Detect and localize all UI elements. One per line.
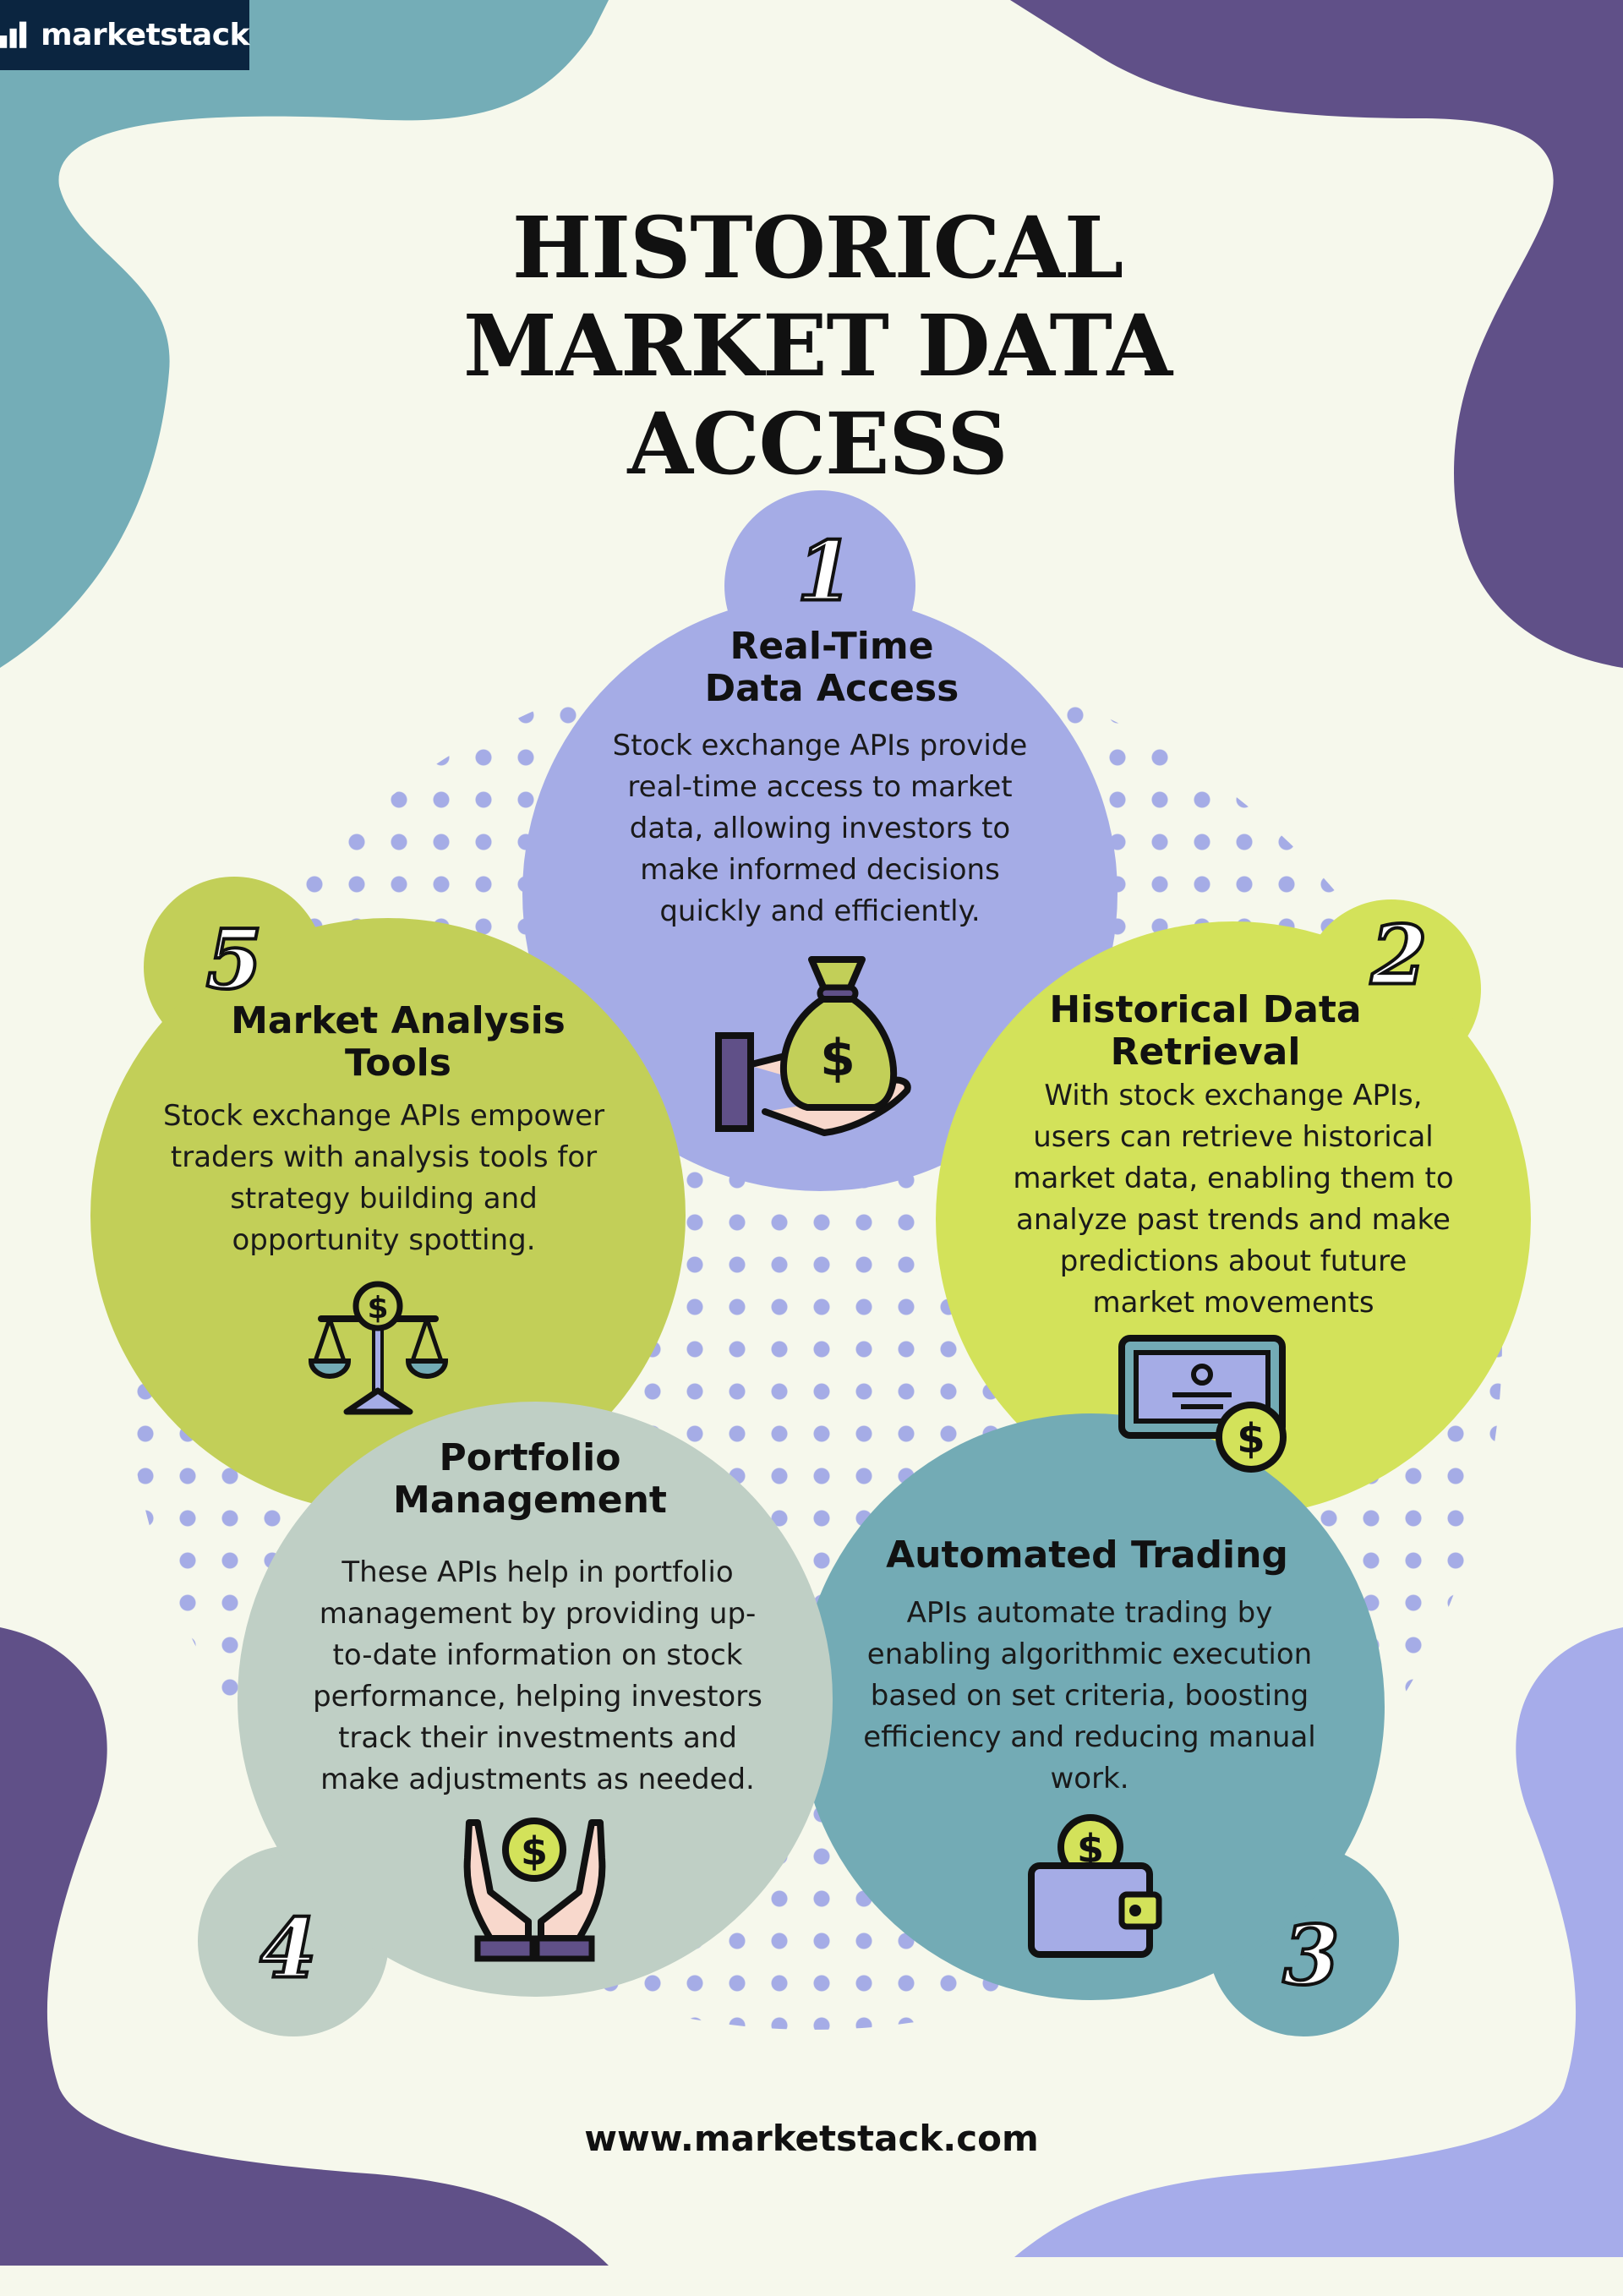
card-2-title: Historical Data Retrieval xyxy=(1049,988,1362,1074)
money-bag-hand-icon: $ xyxy=(715,956,911,1136)
svg-text:$: $ xyxy=(1237,1415,1265,1462)
website-link[interactable]: www.marketstack.com xyxy=(584,2118,1039,2159)
svg-text:$: $ xyxy=(521,1829,548,1874)
hands-coin-icon: $ xyxy=(463,1818,606,1962)
card-4-title: Portfolio Management xyxy=(393,1436,667,1522)
card-1-number: 1 xyxy=(795,522,855,621)
card-5-body: Stock exchange APIs empower traders with… xyxy=(162,1099,605,1257)
card-1-title: Real-Time Data Access xyxy=(704,625,959,710)
lavender-blob-bottom xyxy=(1014,1627,1623,2257)
wallet-icon: $ xyxy=(1028,1814,1162,1958)
card-4-body: These APIs help in portfolio management … xyxy=(313,1555,762,1796)
bar-chart-logo-icon xyxy=(0,21,27,48)
balance-scale-icon: $ xyxy=(309,1281,448,1415)
brand-name: marketstack xyxy=(41,18,249,52)
card-2-body: With stock exchange APIs, users can retr… xyxy=(1013,1079,1454,1320)
card-5-title: Market Analysis Tools xyxy=(231,999,566,1085)
card-5-number: 5 xyxy=(205,910,265,1009)
card-2-number: 2 xyxy=(1369,906,1429,1005)
purple-blob-top xyxy=(1010,0,1623,668)
card-1-body: Stock exchange APIs provide real-time ac… xyxy=(612,729,1028,928)
card-4-number: 4 xyxy=(259,1900,319,1998)
card-3-number: 3 xyxy=(1281,1906,1342,2005)
banknote-icon: $ xyxy=(1118,1335,1287,1473)
svg-text:$: $ xyxy=(367,1291,388,1326)
purple-blob-bottom xyxy=(0,1627,609,2266)
card-4-circle xyxy=(238,1402,833,1997)
card-3-title: Automated Trading xyxy=(886,1533,1288,1577)
page-title: HISTORICAL MARKET DATA ACCESS xyxy=(462,198,1172,494)
card-3-body: APIs automate trading by enabling algori… xyxy=(863,1596,1316,1796)
brand-logo[interactable]: marketstack xyxy=(0,0,249,70)
svg-text:$: $ xyxy=(820,1029,855,1088)
